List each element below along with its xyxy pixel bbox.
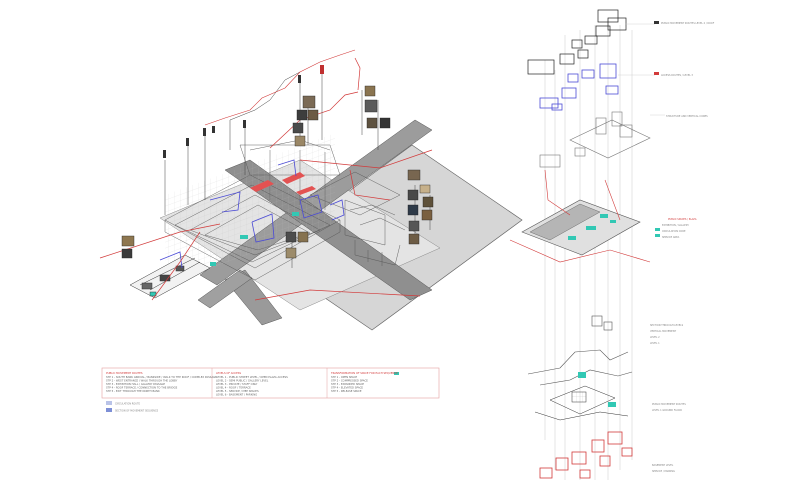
legend-line: STP 1 - OPEN SPACE <box>331 375 357 379</box>
annotation-marker <box>654 21 659 24</box>
legend-panel: PUBLIC MOVEMENT ROUTES STP 1 - SOUTH BAN… <box>101 367 440 413</box>
annotation-text: PUBLIC MOVEMENT ROUTES LEVEL 4 / ROOF <box>661 22 715 25</box>
legend-header: LEVELS OF ACCESS <box>216 371 241 375</box>
legend-line: STP 2 - WEST ENTRANCE / WALK THROUGH THE… <box>106 379 178 383</box>
main-axonometric <box>99 49 523 331</box>
annotation-marker <box>655 228 660 231</box>
legend-line: LEVEL 5 - SERVICE / MEP SPACES <box>216 389 259 393</box>
route-lines-red <box>99 57 433 301</box>
level-section <box>527 315 633 386</box>
legend-line: LEVEL 2 - SEMI PUBLIC / GALLERY LEVEL <box>216 379 269 383</box>
level-plaza <box>509 169 651 263</box>
legend-line: STP 4 - ROOF TERRACE / CONNECTION TO THE… <box>106 386 178 390</box>
legend-swatch-label: SECTION OF MOVEMENT SEQUENCE <box>115 410 159 413</box>
left-wing <box>129 254 211 299</box>
annotation-leaders <box>618 23 665 116</box>
level-basement <box>539 431 633 479</box>
photo-thumbnails <box>121 85 434 259</box>
level-roof <box>527 9 627 75</box>
level-structure <box>539 111 651 168</box>
red-accents <box>250 172 316 195</box>
legend-swatch-label: CIRCULATION ROUTE <box>115 403 141 406</box>
annotation-text: LEVEL 2 <box>650 336 660 339</box>
annotation-text: ACCESS ROUTES / LEVEL 3 <box>661 74 693 77</box>
legend-line: STP 4 - ELEVATED SPACE <box>331 386 363 390</box>
annotation-text: VERTICAL MOVEMENT <box>650 330 677 333</box>
annotation-text: STRUCTURE AND VERTICAL CORES <box>666 115 708 118</box>
legend-line: LEVEL 6 - BASEMENT / PARKING <box>216 393 257 397</box>
annotation-marker <box>654 72 659 75</box>
legend-header: PUBLIC MOVEMENT ROUTES <box>106 371 143 375</box>
annotation-text: SECTION THROUGH LEVELS <box>650 324 684 327</box>
level-ground <box>534 385 629 421</box>
exploded-levels <box>509 9 651 480</box>
people-figures <box>163 65 324 158</box>
legend-line: STP 5 - EXIT THROUGH THE NORTH BANK <box>106 389 160 393</box>
annotation-marker <box>655 234 660 237</box>
annotation-text: SERVICE AREA <box>662 236 680 239</box>
legend-line: STP 3 - EXHIBITION HALL / GALLERY PASSAG… <box>106 382 165 386</box>
annotation-text: SERVICE / PARKING <box>652 470 675 473</box>
legend-line: STP 3 - EXPANDED SPACE <box>331 382 364 386</box>
legend-line: LEVEL 1 - PUBLIC STREET LEVEL / OPEN PLA… <box>216 375 288 379</box>
cyan-accents <box>210 212 299 266</box>
legend-line: LEVEL 3 - PRIVATE / STAFF ONLY <box>216 382 258 386</box>
blue-accents <box>159 159 345 269</box>
street-band-lower-left <box>197 269 253 309</box>
alignment-lines <box>544 25 633 480</box>
legend-header: TRANSFORMATION OF SPACE FOR EACH SEQUENC… <box>331 371 398 375</box>
annotation-text: CIRCULATION CORE <box>662 230 686 233</box>
annotation-text: LEVEL 1 <box>650 342 660 345</box>
legend-swatch <box>106 401 112 405</box>
legend-line: STP 5 - RELEASE SPACE <box>331 389 362 393</box>
annotation-text: LEVEL 1 GROUND FLOOR <box>652 409 682 412</box>
annotation-text: BASEMENT LEVEL <box>652 464 674 467</box>
building-grid-texture <box>165 133 335 285</box>
legend-line: STP 1 - SOUTH BANK ARRIVAL / BANKSIDE / … <box>106 375 217 379</box>
annotation-text: EXHIBITION / GALLERY <box>662 224 689 227</box>
annotation-text: PUBLIC MOVEMENT ROUTES <box>652 403 686 406</box>
legend-line: LEVEL 4 - ROOF / TERRACE <box>216 386 251 390</box>
elevated-route-red <box>204 49 356 126</box>
legend-swatch <box>106 408 112 412</box>
annotation-text: PUBLIC SPACES / PLAZA <box>668 218 697 221</box>
legend-line: STP 2 - COMPRESSED SPACE <box>331 379 368 383</box>
level-access <box>539 63 619 111</box>
